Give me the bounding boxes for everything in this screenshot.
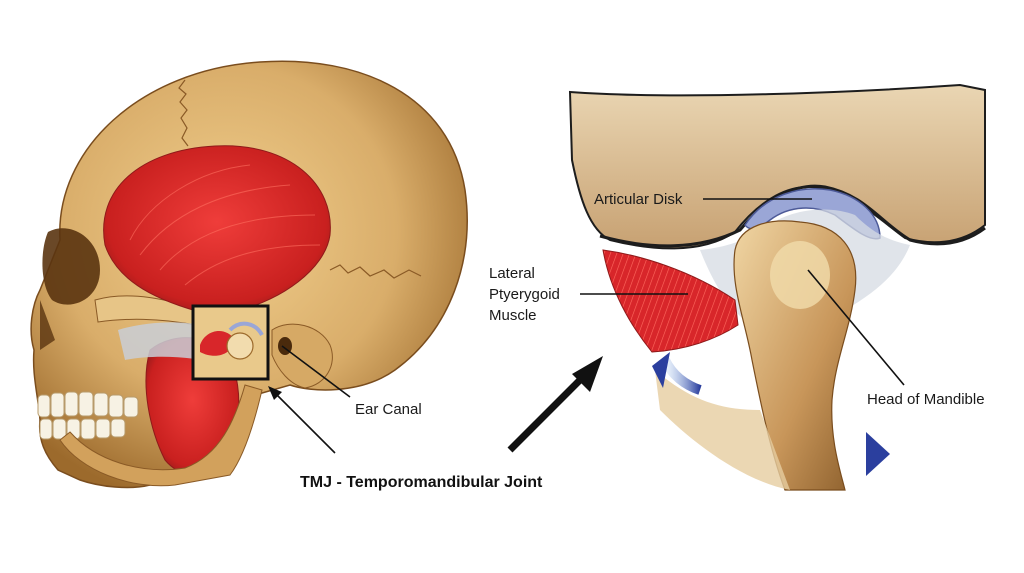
tmj-label: TMJ - Temporomandibular Joint — [300, 474, 543, 491]
label-ear-canal: Ear Canal — [281, 345, 422, 418]
teeth — [37, 391, 139, 440]
articular-disk-label: Articular Disk — [594, 191, 683, 208]
temporalis-fibers — [129, 164, 321, 286]
mandible — [59, 384, 263, 487]
label-lateral-pterygoid: Lateral Ptyerygoid Muscle — [489, 265, 688, 324]
lambdoid-suture — [329, 264, 422, 279]
joint-detail-illustration — [568, 83, 986, 491]
motion-arrow-forward — [652, 352, 702, 395]
lower-bone-base — [655, 370, 790, 490]
lateral-pterygoid-muscle — [602, 249, 739, 353]
skull-illustration — [30, 60, 468, 489]
label-tmj: TMJ - Temporomandibular Joint — [268, 386, 543, 491]
motion-arrow-backward — [818, 432, 890, 476]
zoom-arrow — [507, 356, 603, 453]
tmj-inset-frame — [191, 304, 270, 381]
head-of-mandible — [770, 241, 830, 309]
head-of-mandible-label: Head of Mandible — [867, 391, 985, 408]
lateral-pterygoid-label-line1: Lateral — [489, 265, 535, 282]
nasal-cavity — [40, 300, 55, 350]
label-articular-disk: Articular Disk — [594, 191, 812, 208]
coronal-suture — [178, 79, 189, 147]
temporal-bone-underside — [599, 184, 986, 248]
tmj-inset — [191, 304, 270, 381]
label-head-of-mandible: Head of Mandible — [807, 269, 985, 408]
lateral-pterygoid-label-line2: Ptyerygoid — [489, 286, 560, 303]
lateral-pterygoid-label-line3: Muscle — [489, 307, 537, 324]
eye-socket — [42, 228, 100, 305]
ear-canal-label: Ear Canal — [355, 401, 422, 418]
